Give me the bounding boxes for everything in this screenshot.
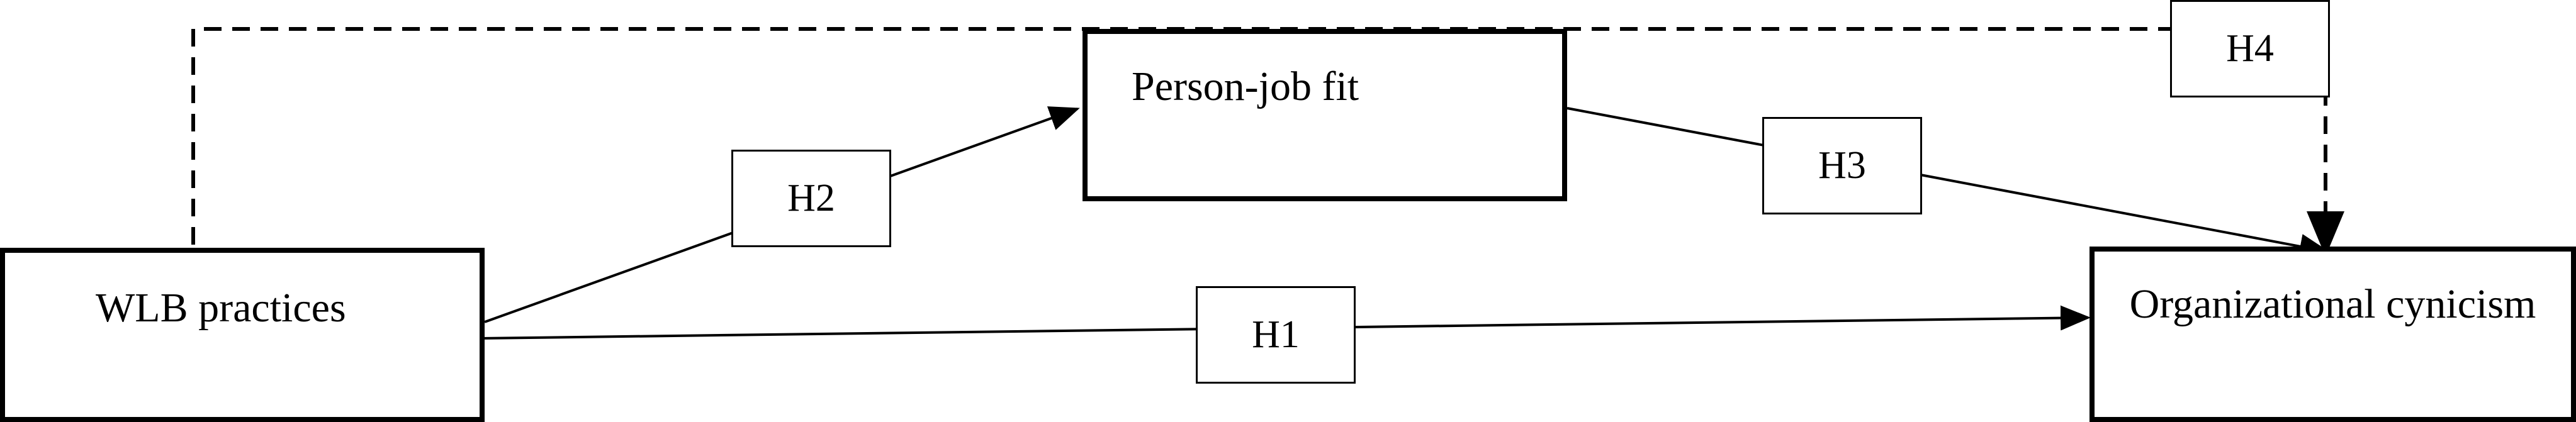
- h3-label: H3: [1762, 117, 1922, 214]
- organizational-cynicism-label: Organizational cynicism: [2129, 281, 2536, 327]
- h1-label: H1: [1196, 286, 1356, 384]
- h4-label: H4: [2170, 0, 2330, 97]
- h3-arrow: [1566, 107, 2330, 259]
- wlb-practices-box: WLB practices: [0, 248, 485, 422]
- h2-label: H2: [731, 150, 891, 247]
- person-job-fit-box: Person-job fit: [1083, 29, 1567, 201]
- person-job-fit-label: Person-job fit: [1132, 64, 1359, 109]
- wlb-practices-label: WLB practices: [96, 285, 346, 331]
- organizational-cynicism-box: Organizational cynicism: [2089, 247, 2576, 422]
